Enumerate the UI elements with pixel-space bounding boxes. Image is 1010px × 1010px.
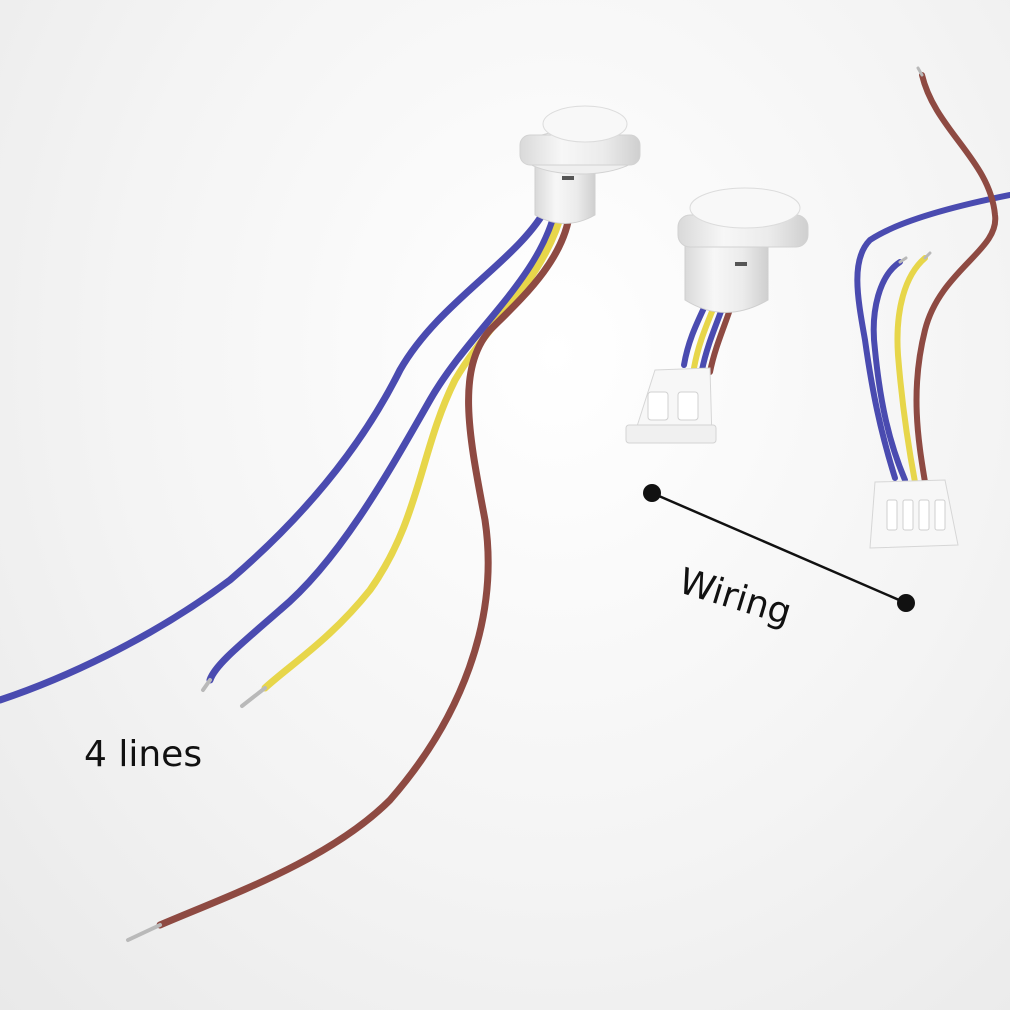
yellow-wire xyxy=(261,204,567,692)
right-harness-connector xyxy=(869,479,959,549)
blue-wire-tip xyxy=(201,678,212,692)
middle-sensor-connector xyxy=(625,367,717,444)
left-sensor-housing xyxy=(519,105,641,224)
left-sensor xyxy=(0,105,641,942)
right-harness xyxy=(854,66,1010,549)
wiring-pointer-end-dot xyxy=(897,594,915,612)
yellow-wire-tip xyxy=(240,686,267,708)
wiring-pointer xyxy=(643,484,915,612)
brown-wire xyxy=(156,206,574,929)
brown-wire-tip xyxy=(126,923,162,942)
four-lines-label: 4 lines xyxy=(84,734,203,775)
wiring-pointer-start-dot xyxy=(643,484,661,502)
wiring-pointer-line xyxy=(651,491,907,605)
blue-wire-short xyxy=(206,204,560,684)
left-sensor-wires xyxy=(0,201,574,942)
blue-wire-long xyxy=(0,201,552,704)
middle-sensor-housing xyxy=(677,187,809,313)
middle-sensor xyxy=(625,187,809,444)
right-harness-wires xyxy=(854,66,1010,485)
